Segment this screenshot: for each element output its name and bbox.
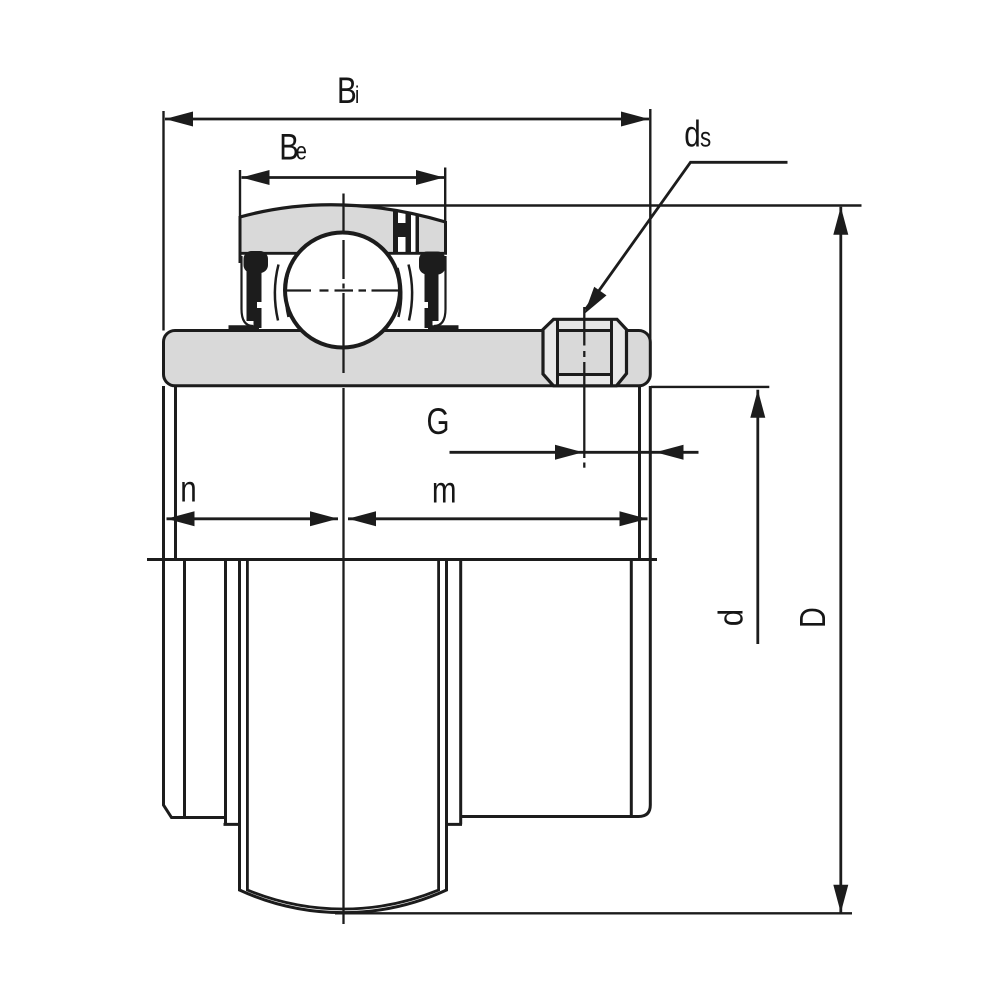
svg-text:d: d [684, 114, 700, 155]
svg-text:G: G [427, 402, 450, 443]
svg-text:m: m [432, 470, 457, 511]
svg-text:B: B [337, 71, 357, 112]
svg-text:d: d [711, 609, 750, 626]
svg-text:i: i [355, 81, 359, 109]
svg-text:e: e [296, 137, 307, 165]
svg-text:D: D [792, 607, 833, 628]
svg-text:B: B [279, 127, 299, 168]
svg-text:s: s [700, 122, 711, 153]
svg-text:n: n [180, 469, 196, 510]
